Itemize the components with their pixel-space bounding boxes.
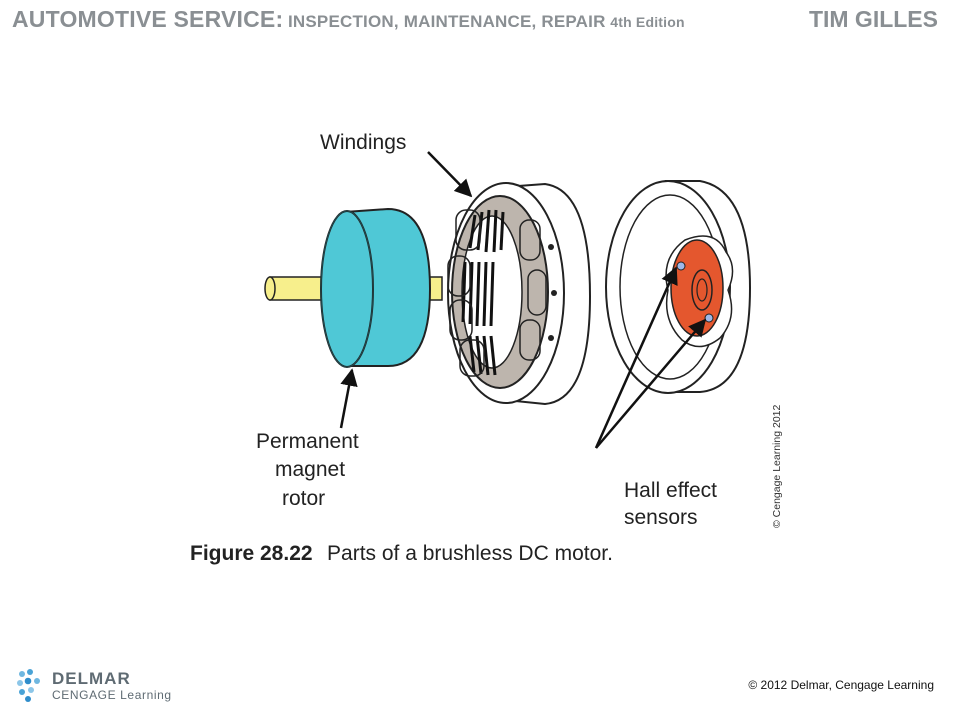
book-title-sub: INSPECTION, MAINTENANCE, REPAIR: [287, 12, 606, 31]
vertical-credit: © Cengage Learning 2012: [771, 405, 783, 528]
delmar-logo-sub: CENGAGE Learning: [52, 688, 172, 702]
figure-caption: Figure 28.22 Parts of a brushless DC mot…: [190, 542, 613, 565]
copyright-notice: © 2012 Delmar, Cengage Learning: [748, 678, 934, 692]
book-edition: 4th Edition: [610, 14, 685, 30]
hall-sensor-upper: [676, 261, 686, 271]
caption-text: Parts of a brushless DC motor.: [327, 542, 613, 565]
caption-number: Figure 28.22: [190, 542, 313, 565]
windings-arrow: [427, 151, 473, 198]
label-rotor-line2: magnet: [275, 458, 345, 481]
label-rotor-line3: rotor: [282, 487, 325, 510]
slide-header: AUTOMOTIVE SERVICE: INSPECTION, MAINTENA…: [0, 0, 960, 40]
author-name: TIM GILLES: [808, 6, 938, 32]
book-title: AUTOMOTIVE SERVICE: INSPECTION, MAINTENA…: [12, 6, 685, 33]
hall-arrow-upper: [594, 266, 678, 449]
label-arrows: [339, 151, 707, 449]
delmar-logo-icon: [17, 669, 40, 702]
label-rotor-line1: Permanent: [256, 430, 359, 453]
label-hall-line2: sensors: [624, 506, 698, 529]
hall-arrow-lower: [595, 318, 707, 449]
hall-sensor-housing: [605, 180, 752, 394]
stator-windings: [447, 182, 592, 406]
book-title-main: AUTOMOTIVE SERVICE:: [12, 6, 284, 32]
winding-coils: [447, 209, 547, 377]
label-hall-line1: Hall effect: [624, 479, 717, 502]
label-windings: Windings: [320, 131, 406, 154]
rotor-arrow: [339, 368, 358, 429]
permanent-magnet-rotor: [320, 207, 432, 368]
delmar-logo-name: DELMAR: [52, 669, 131, 688]
hall-sensor-lower: [704, 313, 714, 323]
